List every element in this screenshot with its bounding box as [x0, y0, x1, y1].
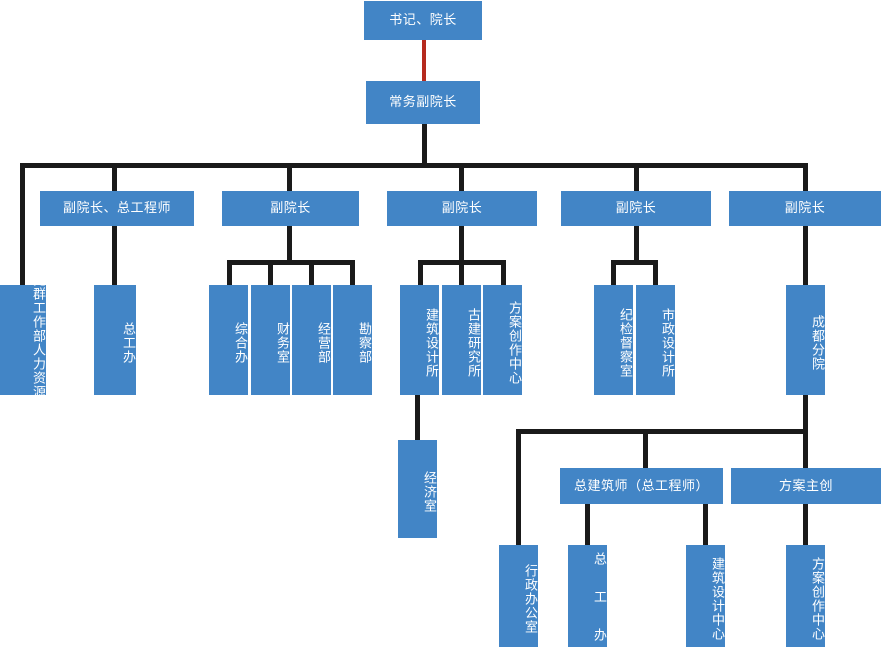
connector-chengdu-to-scheme-lead [803, 429, 808, 468]
connector-vp-2-to-survey-dept [350, 260, 355, 285]
connector-vp-3-to-arch-design-institute [418, 260, 423, 285]
connector-exec-vp-drop [422, 124, 427, 165]
node-exec-vp[interactable]: 常务副院长 [366, 81, 480, 124]
connector-bus-to-vp-2 [287, 163, 292, 191]
node-vp-3[interactable]: 副院长 [387, 191, 537, 226]
node-discipline-office[interactable]: 纪检督察室 [594, 285, 633, 395]
node-chief-engineer-office[interactable]: 总工办 [94, 285, 136, 395]
connector-vp-2-to-general-office [227, 260, 232, 285]
node-ancient-arch-institute[interactable]: 古建研究所 [442, 285, 481, 395]
node-scheme-lead[interactable]: 方案主创 [731, 468, 881, 504]
connector-arch-design-institute-to-economics-office [415, 394, 420, 440]
connector-vp-chief-engineer-to-chief-engineer-office [112, 225, 117, 285]
connector-vp-4-to-discipline-office [611, 260, 616, 285]
node-finance-office[interactable]: 财务室 [251, 285, 290, 395]
node-branch-chief-engineer-office[interactable]: 总 工 办 [568, 545, 607, 647]
connector-bus-to-vp-chief-engineer [112, 163, 117, 191]
connector-root-to-exec-vp [422, 39, 426, 81]
node-scheme-creation-center[interactable]: 方案创作中心 [483, 285, 522, 395]
connector-bus-to-vp-5 [803, 163, 808, 191]
connector-chief-architect-to-arch-design-center [703, 504, 708, 545]
node-municipal-design-institute[interactable]: 市政设计所 [636, 285, 675, 395]
connector-chief-architect-to-branch-chief-engineer-office [585, 504, 590, 545]
connector-vp-2-drop [287, 225, 292, 263]
connector-vp-2-to-business-dept [309, 260, 314, 285]
node-vp-4[interactable]: 副院长 [561, 191, 711, 226]
node-arch-design-center[interactable]: 建筑设计中心 [686, 545, 725, 647]
node-branch-scheme-creation-center[interactable]: 方案创作中心 [786, 545, 825, 647]
node-hr-party[interactable]: 人力资源部 党群工作部 [0, 273, 46, 413]
connector-vp-3-drop [459, 225, 464, 263]
connector-main-bus [20, 163, 808, 168]
connector-vp-3-to-ancient-arch-institute [459, 260, 464, 285]
connector-chengdu-branch-bus [516, 429, 808, 434]
connector-bus-to-hr-party [20, 163, 25, 285]
node-economics-office[interactable]: 经济室 [398, 440, 437, 538]
connector-vp-4-bus [611, 260, 658, 265]
connector-vp-2-bus [227, 260, 355, 265]
node-admin-office[interactable]: 行政办公室 [499, 545, 538, 647]
connector-vp-5-to-chengdu-branch [803, 225, 808, 285]
node-vp-chief-engineer[interactable]: 副院长、总工程师 [40, 191, 194, 226]
connector-vp-2-to-finance-office [268, 260, 273, 285]
connector-chengdu-to-admin-office [516, 429, 521, 545]
node-general-office[interactable]: 综合办 [209, 285, 248, 395]
connector-chengdu-to-chief-architect [643, 429, 648, 468]
node-vp-2[interactable]: 副院长 [222, 191, 359, 226]
connector-chengdu-branch-drop [803, 394, 808, 432]
connector-vp-4-drop [634, 225, 639, 263]
node-business-dept[interactable]: 经营部 [292, 285, 331, 395]
connector-bus-to-vp-4 [634, 163, 639, 191]
node-root[interactable]: 书记、院长 [364, 1, 482, 40]
connector-vp-3-to-scheme-creation-center [501, 260, 506, 285]
connector-vp-4-to-municipal-design-institute [653, 260, 658, 285]
connector-scheme-lead-to-branch-scheme-creation-center [803, 504, 808, 545]
node-survey-dept[interactable]: 勘察部 [333, 285, 372, 395]
node-arch-design-institute[interactable]: 建筑设计所 [400, 285, 439, 395]
node-hr-party-column-b: 党群工作部 [31, 273, 46, 343]
node-vp-5[interactable]: 副院长 [729, 191, 881, 226]
connector-bus-to-vp-3 [459, 163, 464, 191]
node-chief-architect[interactable]: 总建筑师（总工程师） [560, 468, 723, 504]
node-chengdu-branch[interactable]: 成都分院 [786, 285, 825, 395]
node-hr-party-column-a: 人力资源部 [31, 343, 46, 413]
